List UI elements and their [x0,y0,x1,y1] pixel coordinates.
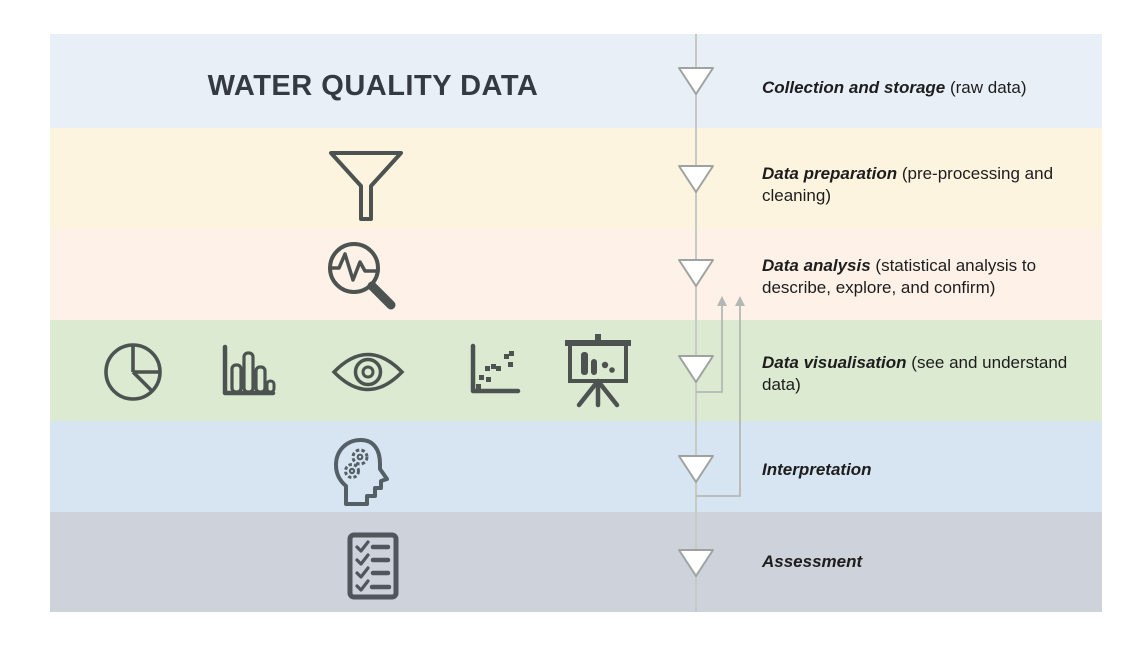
stage-name: Data preparation [762,164,898,183]
label-collection-and-storage: Collection and storage (raw data) [762,77,1094,99]
page-title: WATER QUALITY DATA [207,70,539,102]
label-data-preparation: Data preparation (pre-processing and cle… [762,163,1094,207]
stage-name: Data analysis [762,256,871,275]
stage-detail: (statistical analysis to describe, explo… [762,256,1037,297]
band-data-analysis [50,229,1102,320]
presentation-board-icon [562,334,634,410]
band-data-preparation [50,128,1102,229]
label-assessment: Assessment [762,551,1094,573]
funnel-icon [324,144,408,228]
pie-chart-icon [99,338,167,406]
scatter-plot-icon [460,340,524,404]
stage-detail: (raw data) [949,78,1027,97]
checklist-icon [345,532,401,600]
bar-chart-icon [215,340,279,404]
band-interpretation [50,421,1102,512]
eye-icon [330,347,406,397]
label-data-analysis: Data analysis (statistical analysis to d… [762,255,1094,299]
band-assessment [50,512,1102,612]
stage-name: Assessment [762,552,863,571]
magnifier-pulse-icon [318,234,402,318]
water-quality-data-flow-diagram: WATER QUALITY DATA [50,34,1102,612]
stage-name: Collection and storage [762,78,946,97]
stage-detail: (pre-processing and cleaning) [762,164,1054,205]
stage-name: Data visualisation [762,353,907,372]
stage-name: Interpretation [762,460,872,479]
band-collection-and-storage [50,34,1102,128]
label-data-visualisation: Data visualisation (see and understand d… [762,352,1094,396]
stage-detail: (see and understand data) [762,353,1068,394]
head-gears-icon [330,436,394,508]
label-interpretation: Interpretation [762,459,1094,481]
